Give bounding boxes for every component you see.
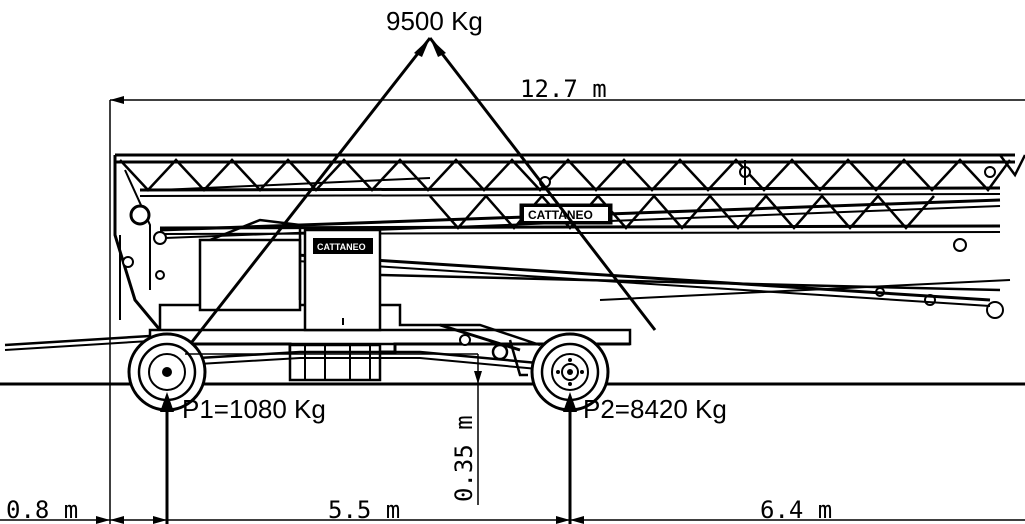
- ground-clearance-dimension: 0.35 m: [185, 353, 482, 505]
- chassis: [4, 218, 632, 382]
- control-box: CATTANEO: [303, 228, 382, 332]
- dimension-6-4m: 6.4 m: [760, 496, 832, 524]
- bottom-dimension-line: [0, 516, 1025, 524]
- axle-load-arrow-p2: P2=8420 Kg: [563, 392, 727, 524]
- ground-clearance-label: 0.35 m: [450, 415, 478, 502]
- axle-load-p2-label: P2=8420 Kg: [583, 394, 727, 424]
- dimension-0-8m: 0.8 m: [6, 496, 78, 524]
- rear-wheel: [530, 332, 610, 412]
- brand-label-box: CATTANEO: [317, 242, 366, 252]
- axle-load-arrow-p1: P1=1080 Kg: [160, 392, 326, 524]
- total-length-label: 12.7 m: [520, 75, 607, 103]
- load-distribution-lines: 9500 Kg: [168, 6, 657, 371]
- axle-load-p1-label: P1=1080 Kg: [182, 394, 326, 424]
- brand-label-boom: CATTANEO: [528, 208, 593, 222]
- front-wheel: [127, 332, 207, 412]
- total-weight-label: 9500 Kg: [386, 6, 483, 36]
- total-length-dimension: 12.7 m: [109, 75, 1025, 524]
- dimension-5-5m: 5.5 m: [328, 496, 400, 524]
